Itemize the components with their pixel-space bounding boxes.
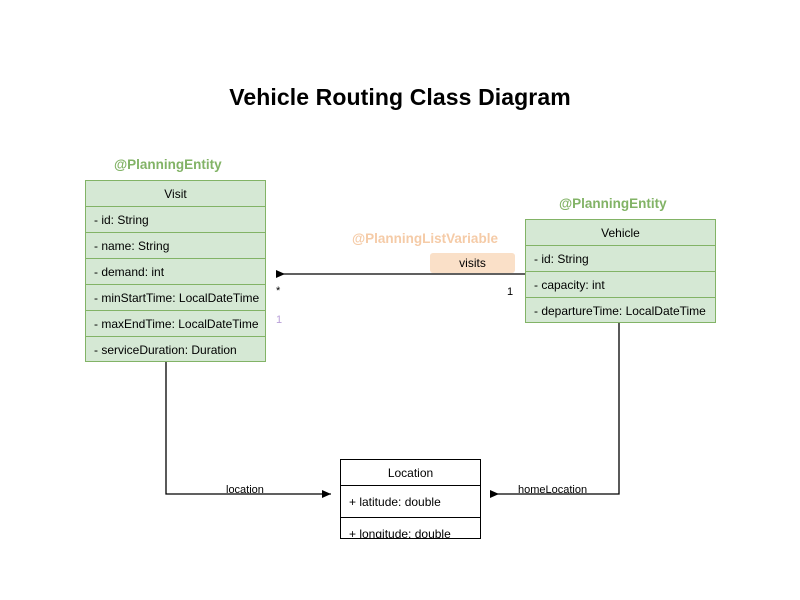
class-attribute: - id: String bbox=[86, 207, 265, 233]
page-title: Vehicle Routing Class Diagram bbox=[229, 84, 571, 110]
class-attribute: + longitude: double bbox=[341, 518, 480, 538]
association-label-visits[interactable]: visits bbox=[430, 253, 515, 273]
class-attribute: - maxEndTime: LocalDateTime bbox=[86, 311, 265, 337]
multiplicity-visit-one: 1 bbox=[276, 314, 283, 326]
stereotype-visit: @PlanningEntity bbox=[114, 157, 222, 172]
association-label-location: location bbox=[226, 484, 264, 496]
multiplicity-vehicle-one: 1 bbox=[507, 286, 514, 298]
class-attribute: - name: String bbox=[86, 233, 265, 259]
class-name-location: Location bbox=[341, 460, 480, 486]
class-attribute: - id: String bbox=[526, 246, 715, 272]
class-attribute: + latitude: double bbox=[341, 486, 480, 518]
multiplicity-visit-star: * bbox=[276, 285, 281, 297]
stereotype-vehicle: @PlanningEntity bbox=[559, 196, 667, 211]
connector-homelocation bbox=[490, 322, 620, 498]
class-box-vehicle[interactable]: Vehicle - id: String - capacity: int - d… bbox=[525, 219, 716, 323]
class-box-location[interactable]: Location + latitude: double + longitude:… bbox=[340, 459, 481, 539]
class-box-visit[interactable]: Visit - id: String - name: String - dema… bbox=[85, 180, 266, 362]
class-name-visit: Visit bbox=[86, 181, 265, 207]
class-attribute: - departureTime: LocalDateTime bbox=[526, 298, 715, 322]
class-attribute: - serviceDuration: Duration bbox=[86, 337, 265, 361]
class-attribute: - capacity: int bbox=[526, 272, 715, 298]
class-attribute: - demand: int bbox=[86, 259, 265, 285]
class-name-vehicle: Vehicle bbox=[526, 220, 715, 246]
connector-location bbox=[165, 362, 331, 498]
stereotype-visits-listvariable: @PlanningListVariable bbox=[352, 231, 498, 246]
association-label-homelocation: homeLocation bbox=[518, 484, 588, 496]
class-attribute: - minStartTime: LocalDateTime bbox=[86, 285, 265, 311]
